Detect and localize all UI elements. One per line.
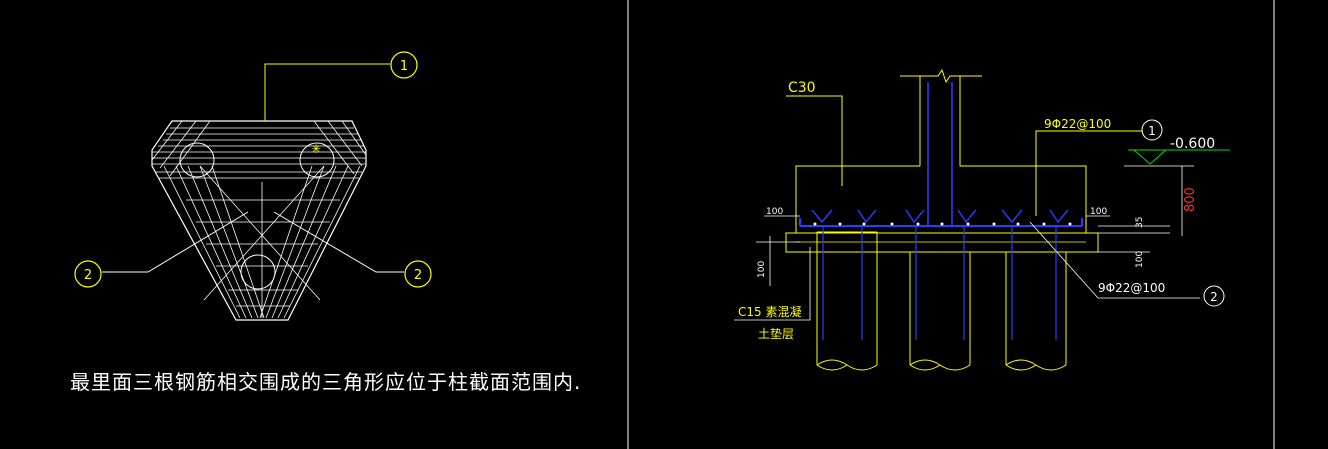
left-detail-caption: 最里面三根钢筋相交围成的三角形应位于柱截面范围内.: [70, 370, 582, 394]
section-bubble-2-label: 2: [1210, 290, 1218, 304]
rebar-hooks: [811, 209, 1069, 224]
piles: [816, 231, 1067, 371]
section-bubble-2: [1203, 285, 1225, 307]
height-dimension: 800: [1183, 187, 1198, 212]
leader-cushion: [734, 247, 811, 321]
bubble-2-right-label: 2: [414, 268, 422, 283]
dim-35: 35: [1135, 217, 1145, 228]
concrete-grade-label: C30: [788, 80, 816, 96]
dim-100-bottom-left: 100: [757, 261, 767, 278]
section-bubble-1: [1141, 119, 1163, 141]
bubble-1: [390, 51, 418, 79]
column-break-line: [900, 68, 982, 84]
pile-circle-bottom: [240, 254, 276, 290]
pile-circle-left: [179, 142, 215, 178]
bubble-2-left: [74, 260, 102, 288]
pile-cap-outline: [151, 120, 367, 321]
cushion-layer: [785, 232, 1099, 253]
cushion-label: 土垫层: [758, 326, 794, 341]
cap-outline: [795, 165, 1087, 234]
leader-line-2-left: [102, 211, 249, 273]
bottom-rebar-label: 9Φ22@100: [1098, 281, 1165, 295]
pile-cap-plan: ✳ 1 2 2: [74, 51, 432, 321]
leader-top-rebar: [1035, 130, 1142, 216]
rebar-dots: [813, 222, 1072, 226]
bubble-2-left-label: 2: [84, 268, 92, 283]
top-rebar-label: 9Φ22@100: [1044, 117, 1111, 131]
dim-100-left: 100: [766, 207, 783, 217]
section-bubble-1-label: 1: [1148, 124, 1156, 138]
center-mark-icon: ✳: [311, 142, 321, 156]
pile-circle-right: [299, 142, 335, 178]
leader-bottom-rebar: [1029, 221, 1200, 299]
leader-c30: [786, 95, 843, 186]
bubble-2-right: [404, 260, 432, 288]
dim-100-right: 100: [1090, 207, 1107, 217]
dim-100-bottom-right: 100: [1135, 251, 1145, 268]
cushion-grade-label: C15 素混凝: [738, 304, 801, 319]
elevation-triangle-icon: [1132, 149, 1168, 165]
leader-line-2-right: [273, 211, 404, 273]
leader-line-1: [264, 63, 390, 121]
elevation-label: -0.600: [1170, 136, 1215, 152]
pile-cap-section: C30 9Φ22@100 1 -0.600 800 35 100 100 100…: [734, 68, 1230, 371]
pile-rebar: [822, 226, 1057, 340]
bubble-1-label: 1: [400, 59, 408, 74]
diagonal-rebar-lines: [151, 120, 367, 319]
